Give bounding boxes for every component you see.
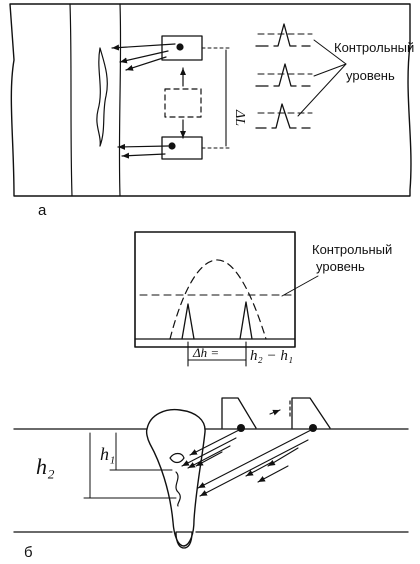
formula-rhs: h₂ − h₁ <box>250 348 293 364</box>
beam-line <box>189 428 242 456</box>
scope-control-label-line1: Контрольный <box>312 242 392 257</box>
beam-line <box>257 465 289 483</box>
beam-arrow <box>121 152 166 159</box>
control-level-label-line1: Контрольный <box>334 40 414 55</box>
scope-panel: Контрольный уровень Δh = h₂ − h₁ <box>134 231 392 367</box>
probe-lower-contact <box>168 142 176 150</box>
probe-middle-dashed <box>164 88 202 118</box>
plate-outline <box>9 3 412 197</box>
control-level-label-line2: уровень <box>346 68 395 83</box>
beam-line <box>199 439 309 497</box>
probe-lower <box>161 136 203 160</box>
delta-l-label: ΔL <box>232 109 247 126</box>
echo-pulse-1 <box>181 303 195 340</box>
leader-line <box>313 63 347 77</box>
weld-bead <box>145 408 206 547</box>
beam-line <box>267 447 299 467</box>
flaw-shape <box>96 47 108 147</box>
flaw-2 <box>175 471 181 507</box>
weld-seam-right-edge <box>118 3 122 197</box>
beam-arrow <box>111 43 176 51</box>
scope-screen <box>134 231 296 348</box>
leader-line <box>313 39 347 65</box>
formula-lhs: Δh = <box>192 345 219 360</box>
leader-line <box>297 63 347 117</box>
panel-b: h₁ h₂ б <box>13 397 409 561</box>
beam-line <box>195 451 223 467</box>
scope-control-label-line2: уровень <box>316 259 365 274</box>
panel-a-label: а <box>38 202 47 219</box>
pulse-trace-1 <box>255 23 311 47</box>
beam-line <box>181 437 237 467</box>
panel-a: ΔL Контрольный уровень а <box>9 3 414 219</box>
probe-2 <box>291 397 331 429</box>
probe-1 <box>221 397 257 429</box>
weld-seam-left-edge <box>69 3 73 197</box>
probe-upper-contact <box>176 43 184 51</box>
pulse-trace-2 <box>255 63 311 87</box>
beam-line <box>245 461 273 477</box>
beam-arrow <box>117 143 169 150</box>
probe-move-arrow <box>269 409 281 416</box>
beam-line <box>187 445 231 469</box>
weld-root <box>175 531 193 549</box>
h2-label: h₂ <box>36 454 55 479</box>
echo-envelope <box>169 259 267 340</box>
h1-label: h₁ <box>100 444 115 464</box>
echo-pulse-2 <box>239 301 253 340</box>
flaw-1 <box>169 452 185 464</box>
beam-arrow <box>125 56 167 71</box>
panel-b-label: б <box>24 544 33 561</box>
scope-leader-line <box>281 275 319 297</box>
pulse-trace-3 <box>255 103 311 129</box>
beam-arrow <box>119 50 169 64</box>
beam-line <box>197 428 314 489</box>
